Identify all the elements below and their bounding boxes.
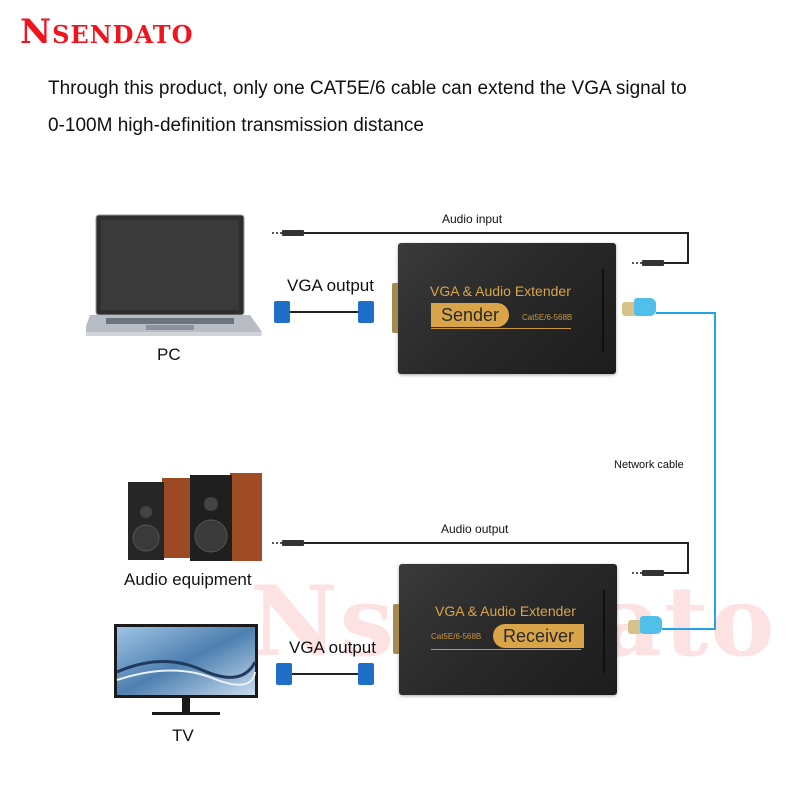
audio-equipment-label: Audio equipment	[124, 570, 252, 589]
vga-connector-icon	[274, 301, 290, 323]
audio-jack-icon	[632, 260, 664, 266]
headline-line-1: Through this product, only one CAT5E/6 c…	[48, 78, 687, 99]
monitor-icon	[112, 622, 262, 722]
audio-jack-icon	[272, 540, 304, 546]
vga-output-label-sender: VGA output	[287, 276, 374, 295]
sender-unit-title: VGA & Audio Extender	[430, 283, 571, 299]
receiver-role-badge: Receiver	[493, 624, 585, 648]
sender-standard-label: Cat5E/6-568B	[522, 313, 573, 322]
brand-logo-initial: N	[20, 12, 53, 52]
vga-connector-icon	[358, 663, 374, 685]
vga-port	[393, 604, 399, 654]
network-cable	[714, 312, 716, 630]
vga-output-label-receiver: VGA output	[289, 638, 376, 657]
brand-logo: NSENDATO	[20, 14, 194, 53]
vga-connector-icon	[276, 663, 292, 685]
receiver-unit: VGA & Audio Extender Cat5E/6-568B Receiv…	[393, 564, 617, 695]
vga-port	[392, 283, 398, 333]
brand-logo-rest: SENDATO	[52, 20, 194, 49]
audio-jack-icon	[632, 570, 664, 576]
receiver-unit-title: VGA & Audio Extender	[435, 603, 576, 619]
sender-underline	[431, 328, 571, 329]
device-edge	[602, 269, 604, 352]
audio-output-cable	[304, 542, 688, 544]
vga-cable-receiver	[292, 673, 358, 675]
vga-cable-sender	[290, 311, 358, 313]
rj45-connector-icon	[622, 298, 656, 318]
pc-label: PC	[157, 345, 181, 364]
receiver-underline	[431, 649, 581, 650]
receiver-standard-label: Cat5E/6-568B	[431, 632, 482, 641]
network-cable-label: Network cable	[614, 459, 684, 471]
sender-unit: VGA & Audio Extender Sender Cat5E/6-568B	[392, 243, 616, 374]
audio-output-cable-drop	[687, 542, 689, 574]
audio-input-label: Audio input	[442, 212, 503, 226]
audio-output-label: Audio output	[441, 522, 509, 536]
speakers-icon	[122, 472, 272, 564]
audio-output-cable-end	[664, 572, 689, 574]
network-cable-bottom	[662, 628, 716, 630]
tv-label: TV	[172, 726, 194, 745]
laptop-icon	[84, 212, 266, 342]
audio-input-cable-end	[664, 262, 689, 264]
sender-role-badge: Sender	[431, 303, 510, 327]
headline-line-2: 0-100M high-definition transmission dist…	[48, 115, 424, 136]
rj45-connector-icon	[628, 616, 662, 636]
network-cable-top	[656, 312, 716, 314]
audio-input-cable-drop	[687, 232, 689, 264]
vga-connector-icon	[358, 301, 374, 323]
audio-input-cable	[304, 232, 688, 234]
device-edge	[603, 590, 605, 673]
audio-jack-icon	[272, 230, 304, 236]
